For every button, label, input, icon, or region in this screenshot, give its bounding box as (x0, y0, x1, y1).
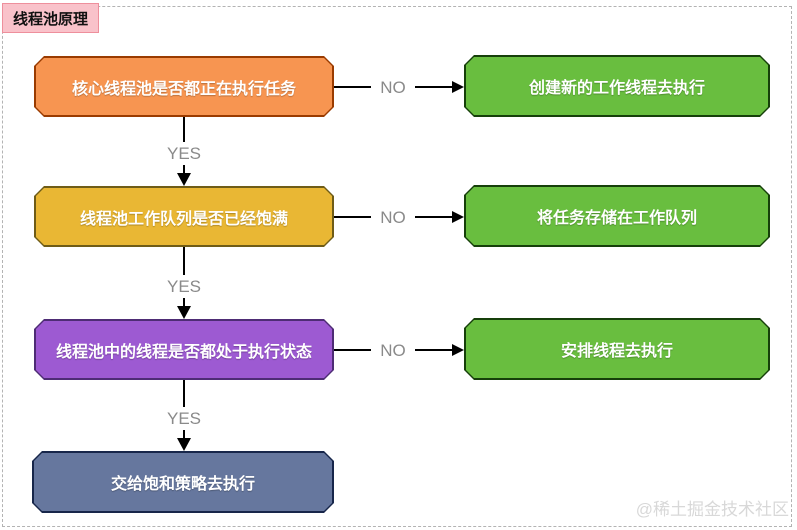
arrow-right-icon (452, 344, 464, 356)
connector-no-2-label: NO (380, 207, 406, 227)
decision-all-threads-executing-label: 线程池中的线程是否都处于执行状态 (55, 343, 312, 361)
arrow-right-icon (452, 211, 464, 223)
arrow-right-icon (452, 81, 464, 93)
action-schedule-thread: 安排线程去执行 (464, 318, 770, 380)
decision-work-queue-full-body: 线程池工作队列是否已经饱满 (36, 188, 332, 245)
arrow-down-icon (177, 438, 191, 451)
decision-work-queue-full-label: 线程池工作队列是否已经饱满 (79, 210, 288, 228)
connector-no-1-line-left (334, 86, 372, 88)
connector-no-1: NO (334, 75, 464, 99)
action-store-task-in-queue-body: 将任务存储在工作队列 (466, 187, 768, 245)
decision-work-queue-full: 线程池工作队列是否已经饱满 (34, 186, 334, 247)
connector-no-2: NO (334, 205, 464, 229)
connector-no-3-label: NO (380, 340, 406, 360)
connector-no-3-line-left (334, 349, 372, 351)
connector-no-2-line-left (334, 216, 372, 218)
connector-yes-3-label: YES (166, 409, 202, 428)
diagram-title: 线程池原理 (2, 3, 100, 33)
connector-no-3-line-right (414, 349, 452, 351)
decision-core-pool-busy-body: 核心线程池是否都正在执行任务 (36, 58, 332, 115)
arrow-down-icon (177, 306, 191, 319)
decision-all-threads-executing-body: 线程池中的线程是否都处于执行状态 (36, 321, 332, 378)
action-create-worker-thread-body: 创建新的工作线程去执行 (466, 57, 768, 115)
connector-yes-3-line-bottom (183, 430, 185, 438)
terminal-saturation-policy-body: 交给饱和策略去执行 (34, 453, 332, 511)
action-store-task-in-queue: 将任务存储在工作队列 (464, 185, 770, 247)
action-schedule-thread-label: 安排线程去执行 (560, 343, 673, 360)
connector-yes-3-line-top (183, 380, 185, 407)
connector-no-1-line-right (414, 86, 452, 88)
diagram-title-label: 线程池原理 (13, 10, 89, 28)
decision-all-threads-executing: 线程池中的线程是否都处于执行状态 (34, 319, 334, 380)
watermark: @稀土掘金技术社区 (635, 500, 789, 519)
terminal-saturation-policy: 交给饱和策略去执行 (32, 451, 334, 513)
connector-no-1-label: NO (380, 77, 406, 97)
terminal-saturation-policy-label: 交给饱和策略去执行 (110, 476, 255, 493)
connector-no-2-line-right (414, 216, 452, 218)
connector-no-3: NO (334, 338, 464, 362)
action-schedule-thread-body: 安排线程去执行 (466, 320, 768, 378)
action-create-worker-thread-label: 创建新的工作线程去执行 (528, 80, 705, 97)
connector-yes-1-line-top (183, 117, 185, 142)
connector-yes-1: YES (162, 117, 206, 186)
connector-yes-1-line-bottom (183, 165, 185, 173)
connector-yes-3: YES (162, 380, 206, 451)
connector-yes-2: YES (162, 247, 206, 319)
action-store-task-in-queue-label: 将任务存储在工作队列 (536, 210, 697, 227)
connector-yes-2-line-bottom (183, 298, 185, 306)
connector-yes-2-label: YES (166, 277, 202, 296)
connector-yes-1-label: YES (166, 144, 202, 163)
decision-core-pool-busy: 核心线程池是否都正在执行任务 (34, 56, 334, 117)
action-create-worker-thread: 创建新的工作线程去执行 (464, 55, 770, 117)
decision-core-pool-busy-label: 核心线程池是否都正在执行任务 (71, 80, 296, 98)
connector-yes-2-line-top (183, 247, 185, 275)
arrow-down-icon (177, 173, 191, 186)
